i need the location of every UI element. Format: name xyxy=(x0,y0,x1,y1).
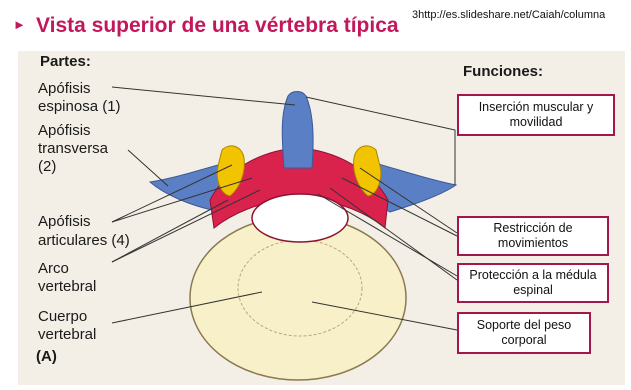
label-arch-line1: Arco xyxy=(38,259,69,278)
label-transverse-line1: Apófisis xyxy=(38,121,91,140)
label-transverse-line2: transversa xyxy=(38,139,108,158)
spinous-process xyxy=(282,92,313,169)
label-arch-line2: vertebral xyxy=(38,277,96,296)
function-box-weight-support: Soporte del peso corporal xyxy=(457,312,591,354)
label-body-line2: vertebral xyxy=(38,325,96,344)
label-spinous-line1: Apófisis xyxy=(38,79,91,98)
vertebral-foramen xyxy=(252,194,348,242)
label-body-line1: Cuerpo xyxy=(38,307,87,326)
functions-heading: Funciones: xyxy=(463,62,543,81)
label-articular-line2: articulares (4) xyxy=(38,231,130,250)
label-spinous-line2: espinosa (1) xyxy=(38,97,121,116)
function-box-spinal-cord-protection: Protección a la médula espinal xyxy=(457,263,609,303)
label-transverse-line3: (2) xyxy=(38,157,56,176)
label-articular-line1: Apófisis xyxy=(38,212,91,231)
function-box-movement-restriction: Restricción de movimientos xyxy=(457,216,609,256)
parts-heading: Partes: xyxy=(40,52,91,71)
figure-label: (A) xyxy=(36,347,57,366)
function-box-muscle-insertion: Inserción muscular y movilidad xyxy=(457,94,615,136)
